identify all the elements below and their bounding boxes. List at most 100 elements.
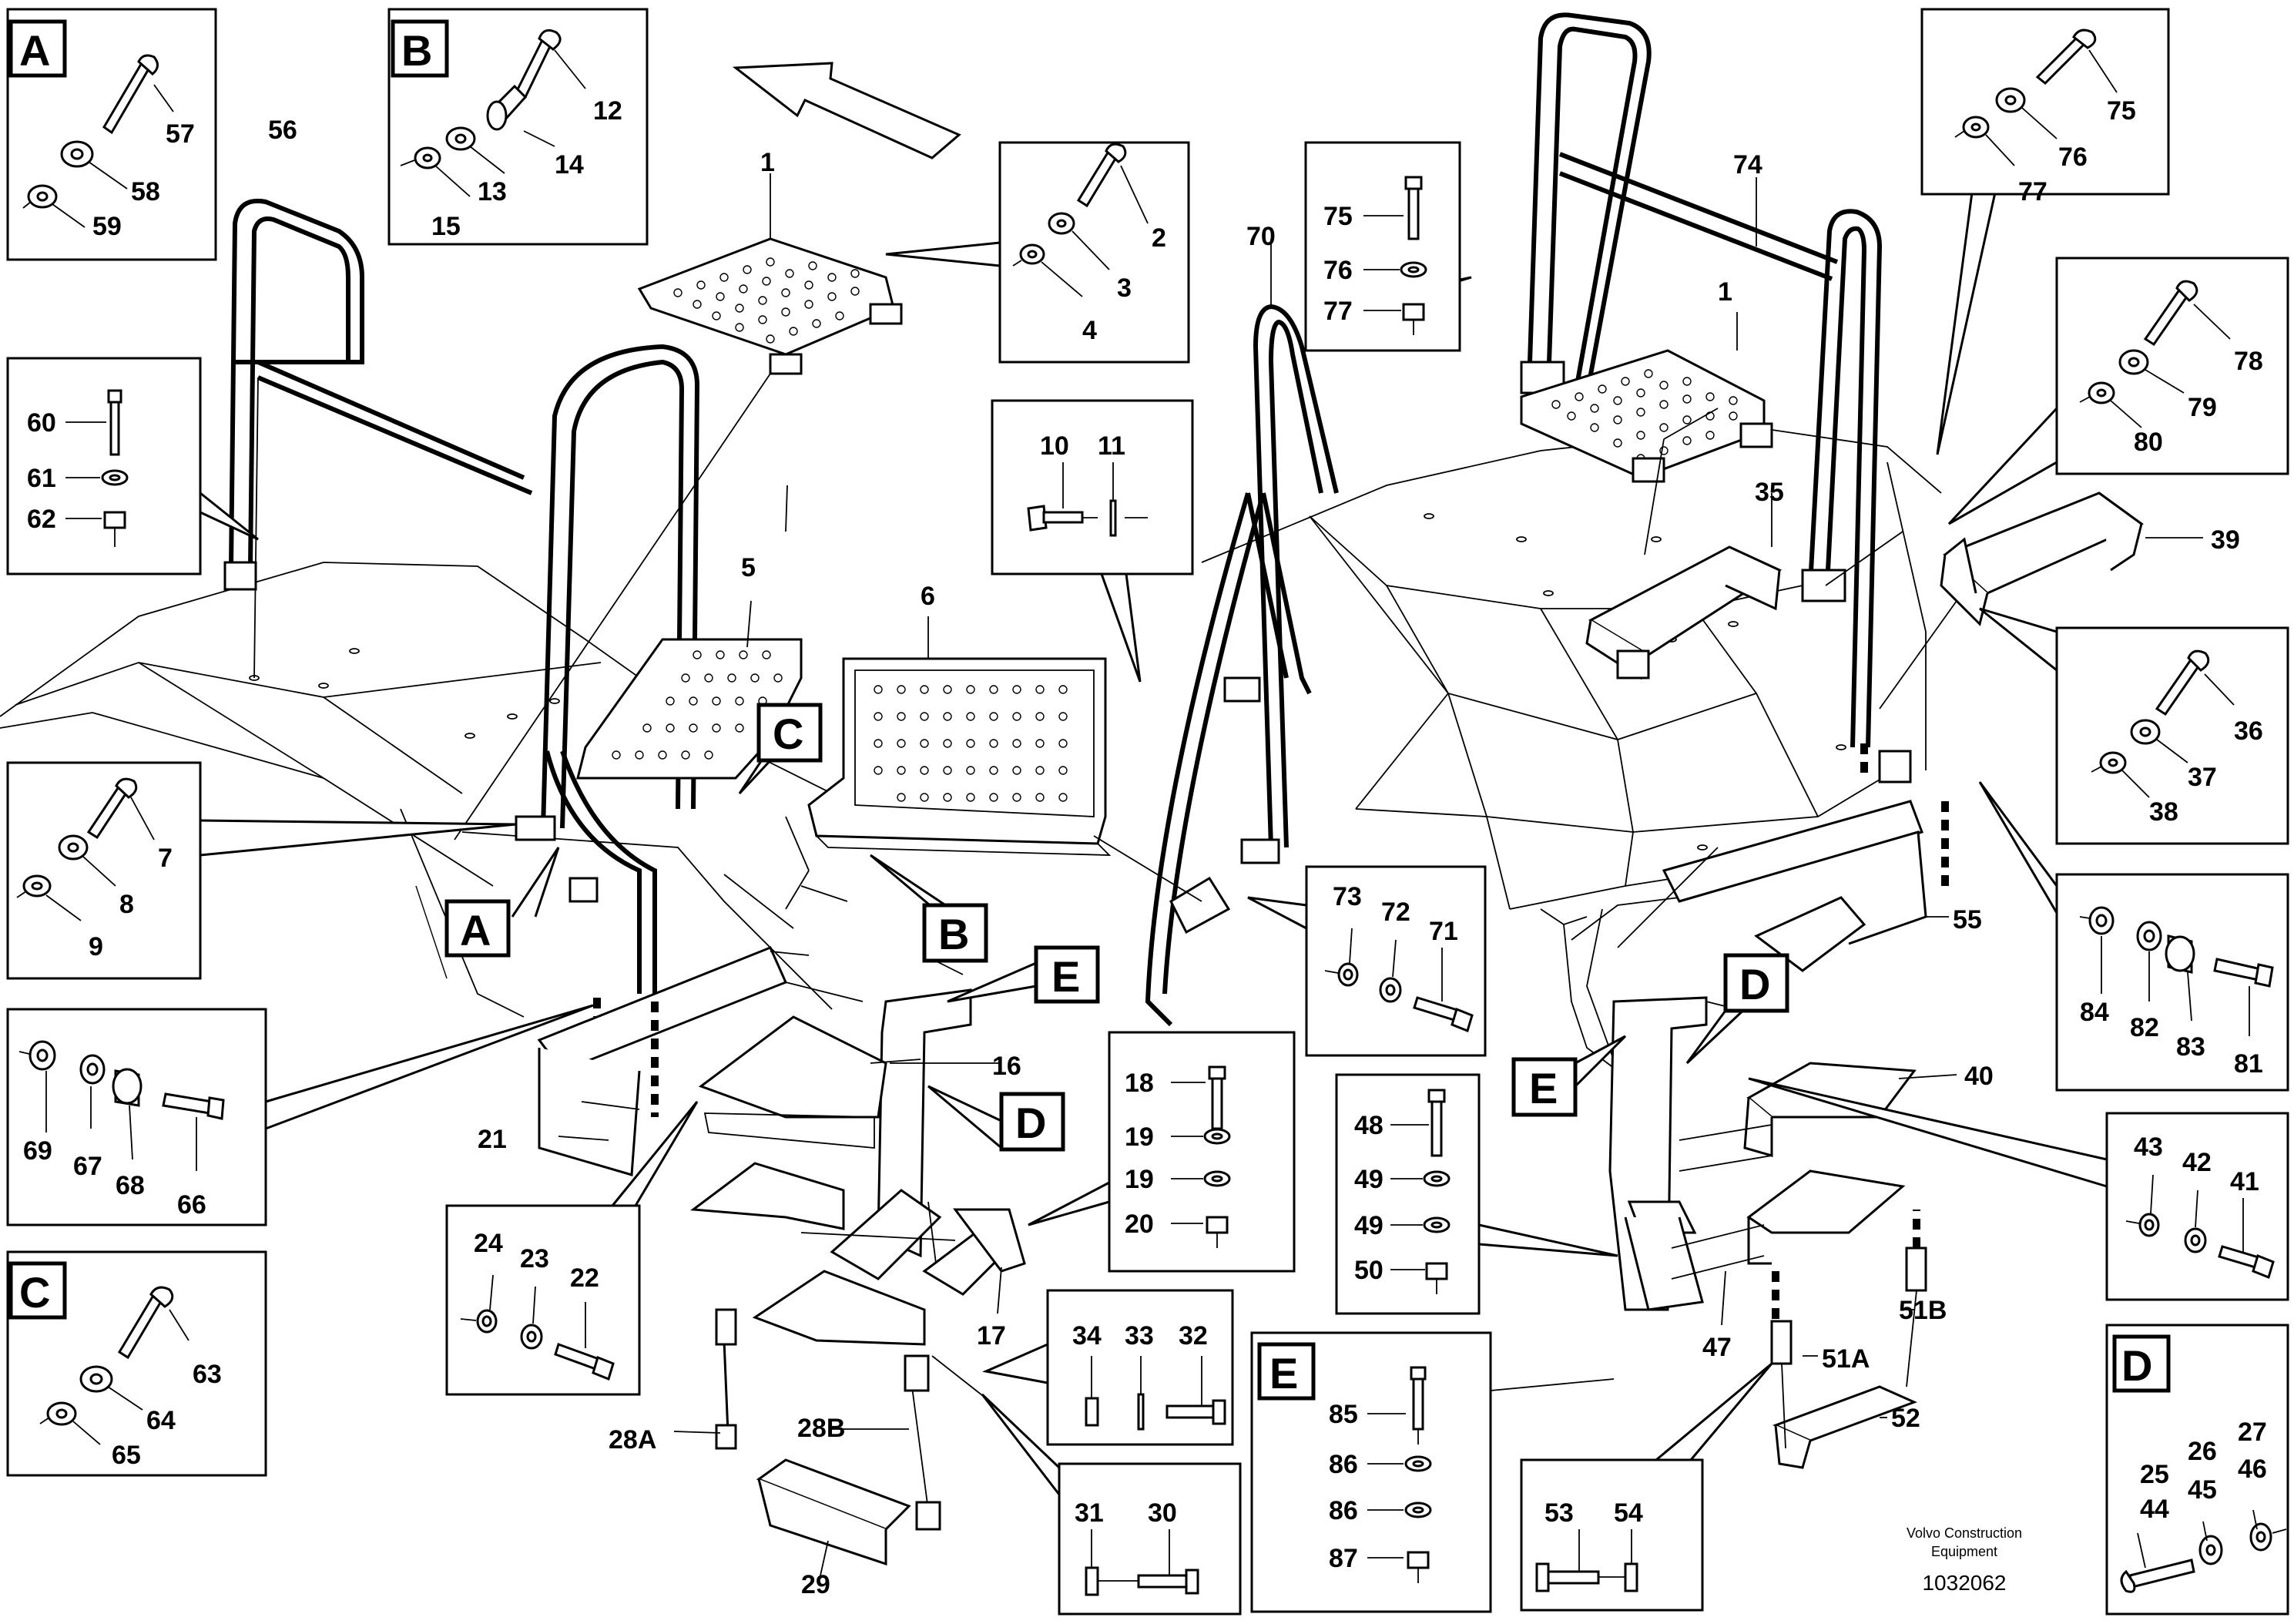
part-label: 13 [478, 177, 507, 206]
part-label: 67 [73, 1152, 102, 1181]
part-label: 59 [92, 212, 122, 241]
detail-letter-A: A [19, 26, 50, 75]
part-label: 50 [1354, 1256, 1383, 1285]
part-label: 28B [797, 1414, 845, 1443]
footer-credit: Volvo Construction Equipment 1032062 [1907, 1525, 2022, 1595]
direction-arrow [732, 62, 961, 159]
part-label: 86 [1329, 1450, 1358, 1479]
part-label: 31 [1075, 1498, 1104, 1528]
part-label: 37 [2188, 763, 2217, 792]
handrail-74 [1520, 12, 1912, 783]
company-line-1: Volvo Construction [1907, 1525, 2022, 1541]
part-label: 75 [1323, 202, 1353, 231]
detail-box-A-top: A 57 58 59 [6, 8, 217, 261]
part-labels: 1 5 6 16 17 21 28A 28B 29 56 70 74 1 35 … [268, 116, 2240, 1599]
part-label: 1 [760, 148, 775, 177]
part-label: 51A [1822, 1344, 1870, 1374]
svg-text:C: C [773, 710, 803, 758]
letter-tag-E-right: E [1511, 1057, 1578, 1117]
part-label: 86 [1329, 1496, 1358, 1525]
part-label: 63 [193, 1360, 222, 1389]
part-label: 14 [555, 150, 584, 180]
part-label: 69 [23, 1136, 52, 1166]
svg-text:D: D [1015, 1099, 1046, 1147]
callout-box-81-84: 84 82 83 81 [2055, 873, 2289, 1092]
part-label: 34 [1072, 1321, 1102, 1351]
part-label: 43 [2134, 1132, 2163, 1162]
part-label: 87 [1329, 1544, 1358, 1573]
part-label: 35 [1755, 478, 1784, 507]
step-plate-5 [576, 638, 803, 780]
part-label: 18 [1125, 1069, 1154, 1098]
svg-text:A: A [460, 906, 491, 955]
callout-box-18-20: 18 19 19 20 [1108, 1031, 1296, 1273]
letter-tag-B: B [922, 903, 988, 963]
part-label: 40 [1964, 1062, 1994, 1091]
part-label: 41 [2230, 1167, 2259, 1196]
part-label: 45 [2188, 1475, 2217, 1505]
part-label: 26 [2188, 1437, 2217, 1466]
part-label: 77 [1323, 297, 1353, 326]
step-39 [1940, 492, 2144, 626]
callout-box-78-80: 78 79 80 [2055, 257, 2289, 475]
callout-box-75-77-top: 75 76 77 [1920, 8, 2170, 206]
part-label: 57 [166, 119, 195, 149]
svg-text:D: D [1739, 960, 1770, 1008]
part-label: 3 [1117, 273, 1132, 303]
detail-box-B-top: B 12 14 13 15 [387, 8, 649, 246]
part-label: 27 [2238, 1418, 2267, 1447]
part-label: 1 [1718, 277, 1732, 307]
callout-box-41-43: 43 42 41 [2105, 1112, 2289, 1301]
callout-box-71-73: 73 72 71 [1305, 865, 1487, 1057]
callout-pointers [200, 192, 2108, 1495]
callout-box-plate-bolts: 2 3 4 [998, 141, 1190, 364]
part-label: 82 [2130, 1013, 2159, 1042]
part-label: 29 [801, 1570, 830, 1599]
letter-tag-E-left: E [1034, 945, 1100, 1004]
part-label: 46 [2238, 1455, 2267, 1484]
part-label: 23 [520, 1244, 549, 1273]
part-label: 73 [1333, 882, 1362, 911]
part-label: 49 [1354, 1165, 1383, 1194]
part-label: 21 [478, 1125, 507, 1154]
step-assembly-left [537, 946, 1026, 1566]
dashed-guides [593, 743, 1949, 1325]
part-label: 33 [1125, 1321, 1154, 1351]
platform-6 [807, 657, 1112, 856]
svg-text:E: E [1051, 952, 1080, 1001]
callout-box-7-9: 7 8 9 [6, 761, 202, 980]
part-label: 6 [921, 582, 935, 611]
detail-letter-C: C [19, 1268, 50, 1317]
detail-box-C-bottom: C 63 64 65 [6, 1250, 267, 1477]
part-label: 53 [1544, 1498, 1574, 1528]
step-plate-1-right [1520, 349, 1773, 483]
part-label: 64 [146, 1406, 176, 1435]
callout-box-22-24: 24 23 22 [445, 1204, 641, 1396]
part-label: 11 [1098, 431, 1125, 461]
part-label: 65 [112, 1441, 141, 1470]
svg-text:B: B [938, 910, 969, 958]
detail-box-E-bottom: E 85 86 86 87 [1250, 1331, 1492, 1613]
step-35 [1585, 545, 1783, 680]
detail-box-D-right: D 25 26 27 44 45 46 [2105, 1324, 2289, 1616]
bolt-icon [102, 54, 159, 135]
part-label: 60 [27, 408, 56, 438]
part-label: 4 [1082, 316, 1097, 345]
part-label: 78 [2234, 347, 2263, 376]
letter-tag-D-right: D [1723, 953, 1789, 1013]
part-label: 19 [1125, 1165, 1154, 1194]
callout-box-60-62: 60 61 62 [6, 357, 202, 575]
detail-letter-E: E [1269, 1349, 1298, 1398]
part-label: 77 [2018, 177, 2047, 206]
detail-letter-B: B [401, 26, 432, 75]
callout-box-36-38: 36 37 38 [2055, 626, 2289, 845]
letter-tag-D-left: D [999, 1092, 1065, 1152]
part-label: 76 [1323, 256, 1353, 285]
callout-box-75-77-mid: 75 76 77 [1304, 141, 1461, 352]
letter-tag-C: C [756, 703, 823, 763]
part-label: 44 [2140, 1495, 2169, 1524]
part-label: 58 [131, 177, 160, 206]
part-label: 80 [2134, 428, 2163, 457]
part-label: 47 [1702, 1333, 1732, 1362]
